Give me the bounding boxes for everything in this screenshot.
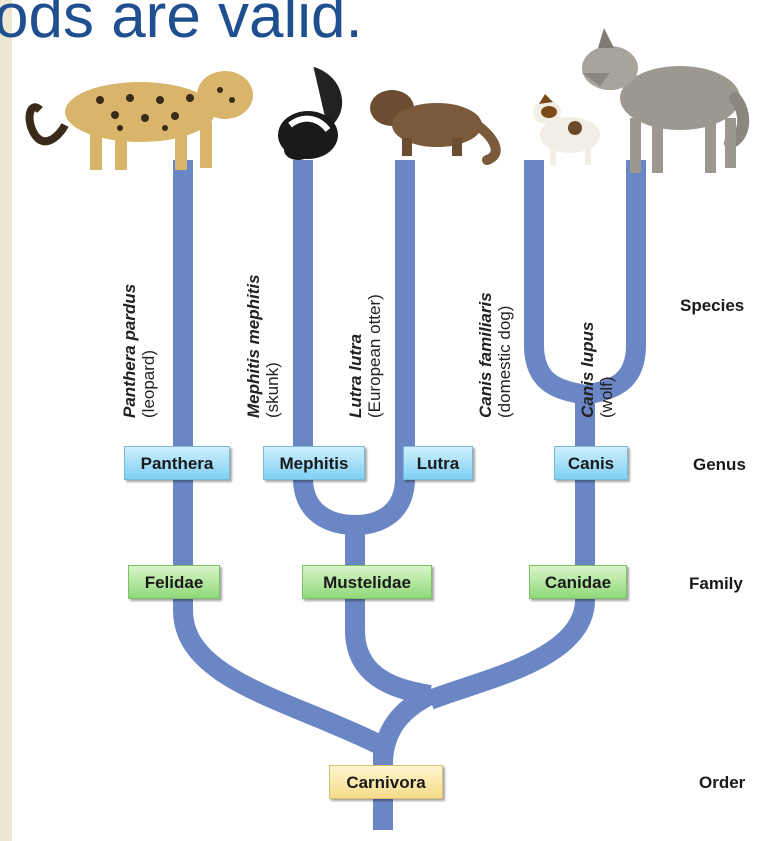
species-scientific-name: Panthera pardus (120, 188, 139, 418)
species-label-leopard: Panthera pardus (leopard) (120, 188, 158, 418)
species-scientific-name: Canis lupus (578, 188, 597, 418)
rank-label-order: Order (699, 773, 745, 793)
species-scientific-name: Mephitis mephitis (244, 188, 263, 418)
leopard-icon (20, 40, 260, 170)
species-common-name: (wolf) (597, 188, 616, 418)
species-scientific-name: Canis familiaris (476, 188, 495, 418)
family-box-canidae: Canidae (529, 565, 627, 599)
species-scientific-name: Lutra lutra (346, 188, 365, 418)
species-label-wolf: Canis lupus (wolf) (578, 188, 616, 418)
species-common-name: (skunk) (263, 188, 282, 418)
order-box-carnivora: Carnivora (329, 765, 443, 799)
branch-mustelidae (355, 525, 430, 695)
genus-box-canis: Canis (554, 446, 628, 480)
species-label-skunk: Mephitis mephitis (skunk) (244, 188, 282, 418)
rank-label-genus: Genus (693, 455, 746, 475)
branch-canidae (430, 395, 585, 700)
species-common-name: (leopard) (139, 188, 158, 418)
otter-icon (362, 80, 512, 170)
wolf-icon (570, 18, 750, 178)
species-label-otter: Lutra lutra (European otter) (346, 188, 384, 418)
rank-label-family: Family (689, 574, 743, 594)
rank-label-species: Species (680, 296, 744, 316)
skunk-icon (268, 55, 353, 165)
genus-box-lutra: Lutra (403, 446, 473, 480)
species-label-dog: Canis familiaris (domestic dog) (476, 188, 514, 418)
family-box-felidae: Felidae (128, 565, 220, 599)
species-common-name: (European otter) (365, 188, 384, 418)
genus-box-panthera: Panthera (124, 446, 230, 480)
family-box-mustelidae: Mustelidae (302, 565, 432, 599)
species-common-name: (domestic dog) (495, 188, 514, 418)
genus-box-mephitis: Mephitis (263, 446, 365, 480)
